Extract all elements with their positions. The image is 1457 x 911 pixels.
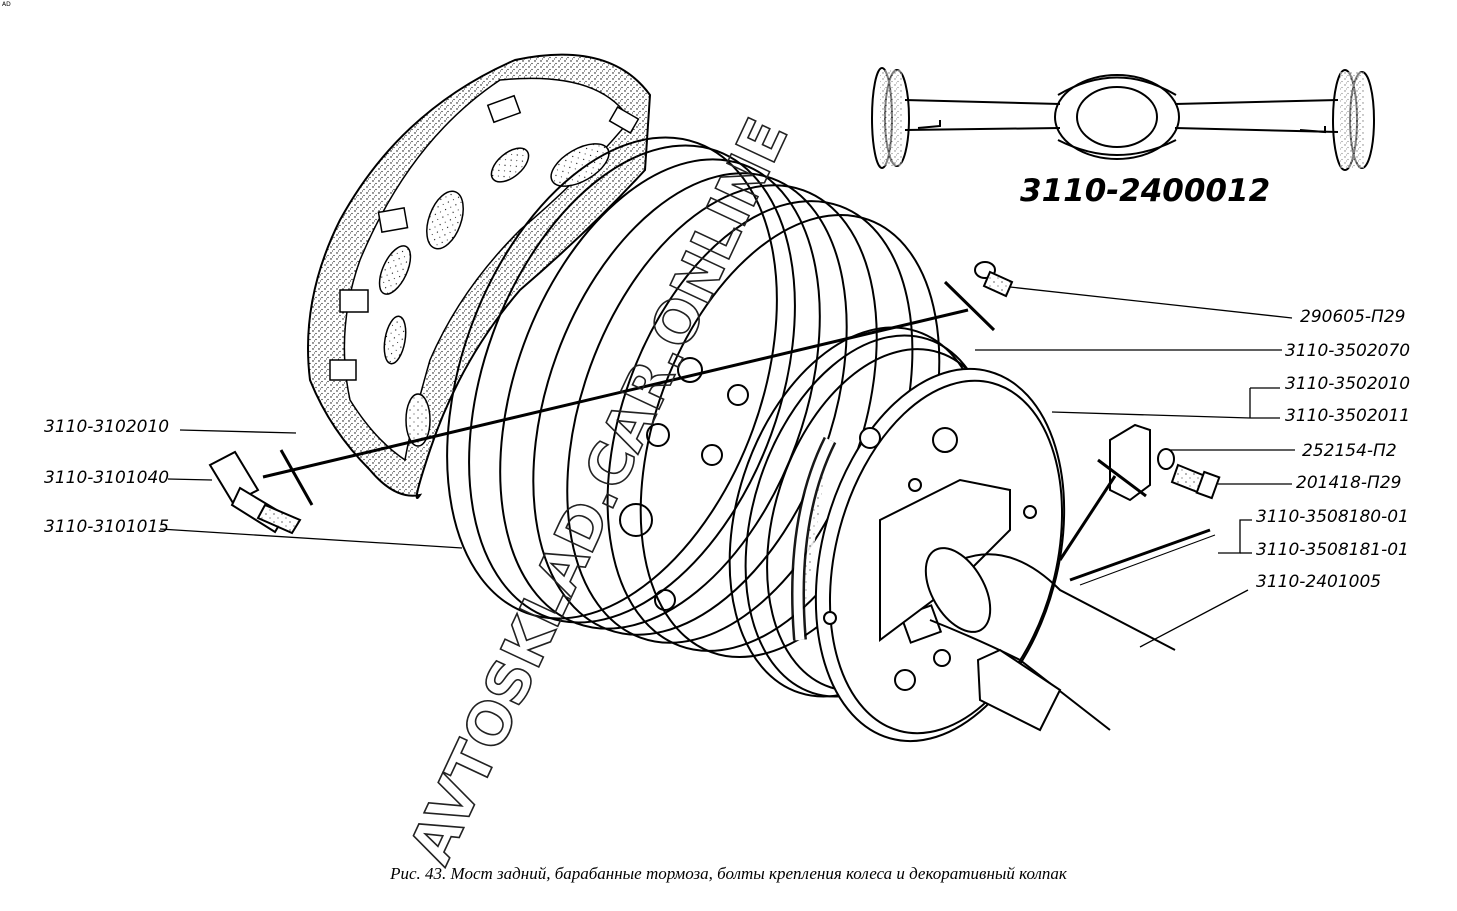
rear-axle-assembly-drawing — [871, 67, 1375, 171]
part-labels: 3110-3102010 3110-3101040 3110-3101015 2… — [44, 307, 1410, 592]
label-290605-p29: 290605-П29 — [1300, 307, 1405, 327]
label-3110-3502010: 3110-3502010 — [1285, 374, 1410, 394]
label-252154-p2: 252154-П2 — [1302, 441, 1397, 461]
corner-mark: AD — [2, 1, 11, 8]
label-3110-3102010: 3110-3102010 — [44, 417, 169, 437]
figure-caption: Рис. 43. Мост задний, барабанные тормоза… — [390, 864, 1067, 883]
label-3110-3101015: 3110-3101015 — [44, 517, 169, 537]
axle-housing-drawing — [879, 423, 1216, 732]
wheel-bolt-drawing — [208, 261, 1221, 535]
label-3110-3508180-01: 3110-3508180-01 — [1256, 507, 1409, 527]
leader-lines — [159, 286, 1295, 648]
label-3110-3502011: 3110-3502011 — [1285, 406, 1410, 426]
axis-lines — [262, 280, 1147, 561]
label-201418-p29: 201418-П29 — [1296, 473, 1401, 493]
hub-cap-drawing — [307, 53, 652, 499]
label-3110-2401005: 3110-2401005 — [1256, 572, 1381, 592]
label-3110-3508181-01: 3110-3508181-01 — [1256, 540, 1409, 560]
label-3110-3101040: 3110-3101040 — [44, 468, 169, 488]
assembly-code: 3110-2400012 — [1020, 173, 1270, 209]
label-3110-3502070: 3110-3502070 — [1285, 341, 1410, 361]
